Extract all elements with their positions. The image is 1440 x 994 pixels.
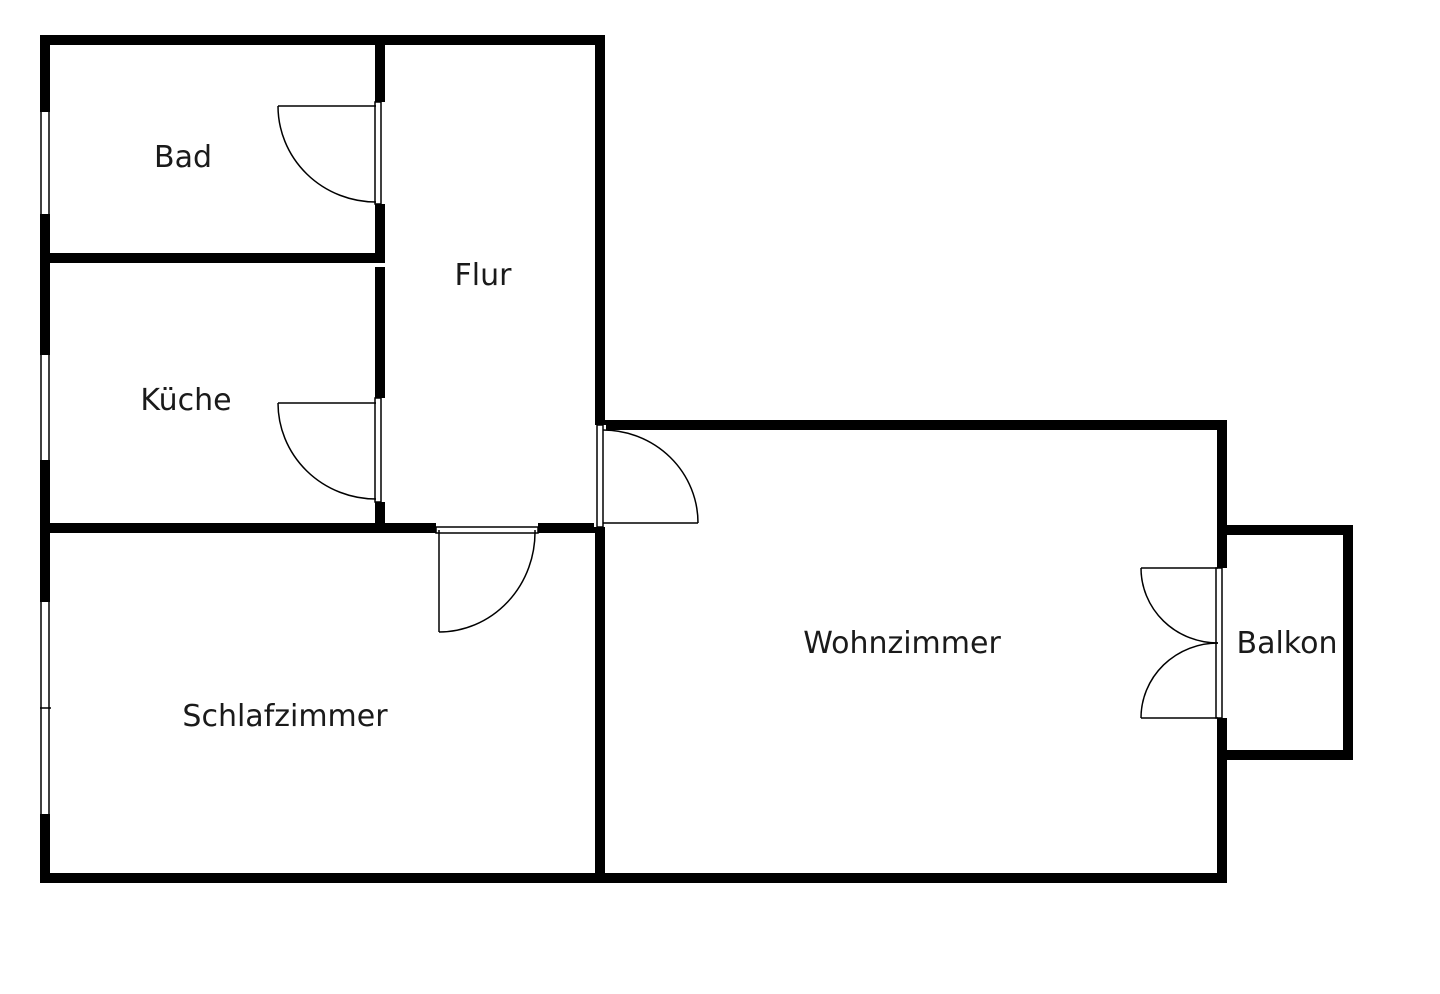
door-bad	[277, 101, 386, 205]
walls	[40, 35, 1353, 883]
windows	[40, 112, 51, 814]
label-flur: Flur	[455, 258, 513, 293]
doors	[277, 101, 1228, 719]
door-schlafzimmer	[435, 522, 539, 633]
door-balkon	[1140, 567, 1228, 719]
wall-balcony	[1217, 525, 1353, 760]
label-wohnzimmer: Wohnzimmer	[803, 626, 1001, 661]
wall-outer-top-left	[40, 35, 605, 430]
window-kueche	[40, 355, 51, 460]
label-bad: Bad	[154, 140, 212, 175]
label-schlafzimmer: Schlafzimmer	[182, 699, 388, 734]
door-kueche	[277, 397, 386, 503]
door-wohnzimmer	[594, 424, 699, 528]
label-kueche: Küche	[140, 383, 231, 418]
wall-living-top-right	[595, 420, 1227, 883]
window-bad	[40, 112, 51, 214]
room-labels: Bad Flur Küche Schlafzimmer Wohnzimmer B…	[140, 140, 1337, 734]
label-balkon: Balkon	[1237, 626, 1338, 661]
